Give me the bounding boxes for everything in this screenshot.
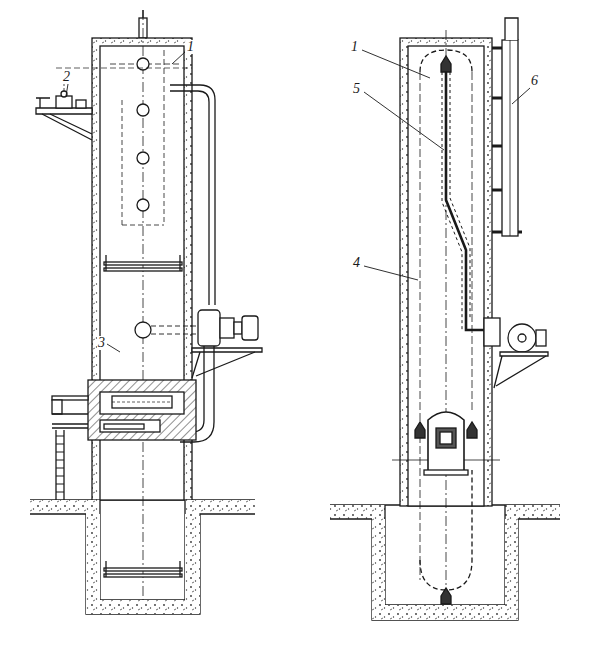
callout-number: 2 <box>62 70 71 84</box>
ladder-rung <box>56 460 64 461</box>
callout-number: 6 <box>530 74 539 88</box>
callout-number: 3 <box>97 336 106 350</box>
callout-number: 1 <box>186 40 195 54</box>
ladder-rung <box>56 492 64 493</box>
ladder-rung <box>56 444 64 445</box>
ladder-rung <box>56 476 64 477</box>
ladder-rung <box>56 452 64 453</box>
ladder-rung <box>56 484 64 485</box>
callout-number: 5 <box>352 82 361 96</box>
ladder-rung <box>56 468 64 469</box>
callout-number: 4 <box>352 256 361 270</box>
callout-number: 1 <box>350 40 359 54</box>
ladder-rung <box>56 436 64 437</box>
